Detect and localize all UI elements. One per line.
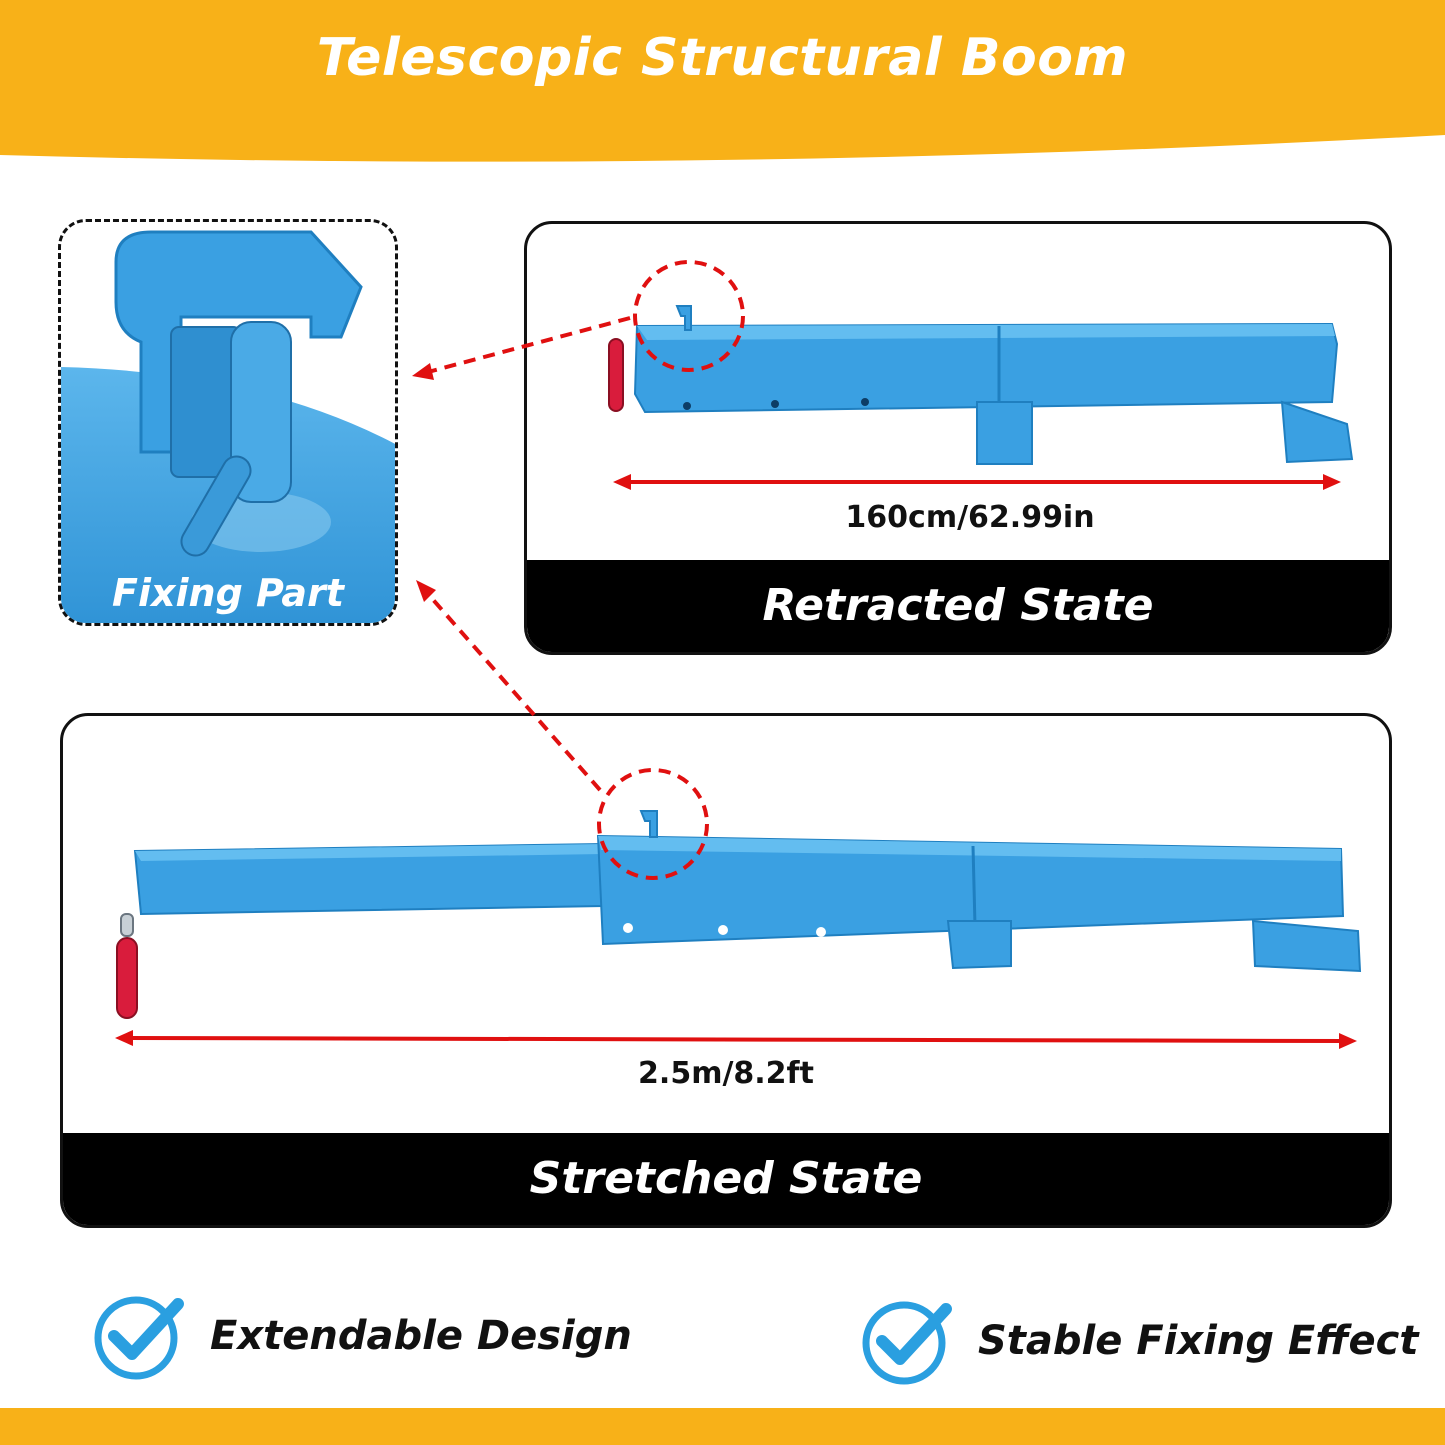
check-circle-icon	[94, 1296, 184, 1380]
feature-stable-fixing: Stable Fixing Effect	[860, 1295, 1419, 1387]
feature-extendable-design: Extendable Design	[92, 1290, 632, 1382]
retracted-boom-image	[608, 260, 1354, 490]
stretched-state-label: Stretched State	[63, 1133, 1389, 1225]
retracted-panel: 160cm/62.99in Retracted State	[524, 221, 1392, 655]
page-title: Telescopic Structural Boom	[316, 28, 1129, 88]
check-circle-icon	[862, 1301, 952, 1385]
fixing-part-panel: Fixing Part	[58, 219, 398, 626]
header-banner: Telescopic Structural Boom	[0, 0, 1445, 170]
stretched-panel: 2.5m/8.2ft Stretched State	[60, 713, 1392, 1228]
banner-shape	[0, 0, 1445, 162]
fixing-part-image	[61, 230, 395, 623]
feature-label: Stable Fixing Effect	[978, 1318, 1419, 1364]
stretched-dimension: 2.5m/8.2ft	[638, 1056, 814, 1091]
retracted-state-label: Retracted State	[527, 560, 1389, 652]
stretched-boom-image	[115, 768, 1362, 1049]
retracted-dimension: 160cm/62.99in	[845, 500, 1095, 535]
bottom-bar	[0, 1408, 1445, 1445]
fixing-part-label: Fixing Part	[112, 571, 344, 615]
feature-label: Extendable Design	[210, 1313, 632, 1359]
